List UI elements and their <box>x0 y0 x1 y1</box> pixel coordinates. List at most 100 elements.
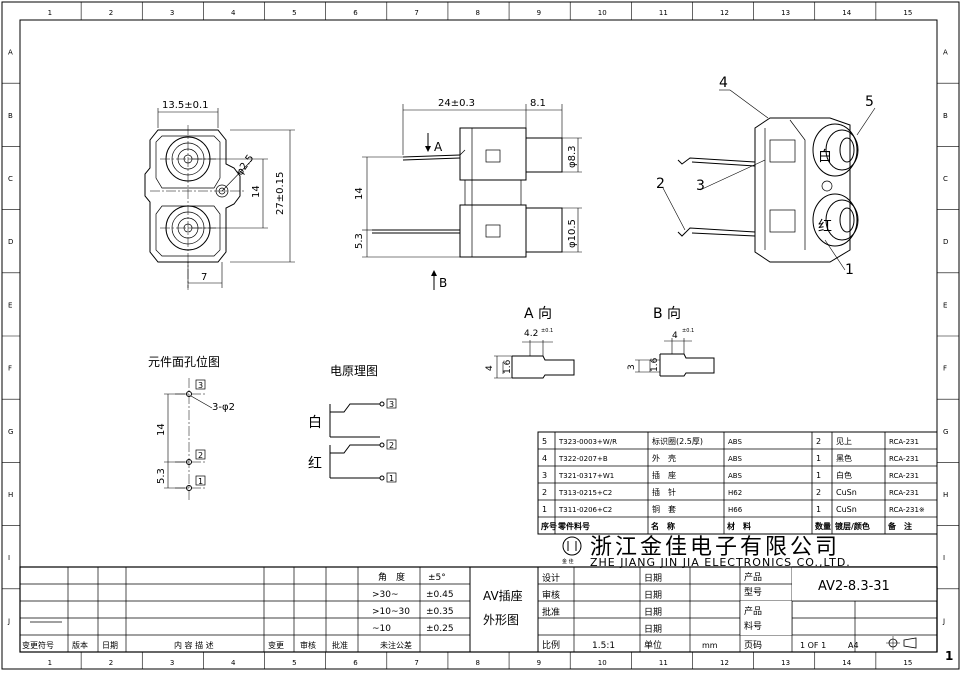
side-tip-dim: 8.1 <box>530 98 546 109</box>
bom-header-cell: 备 注 <box>887 521 912 531</box>
hole-layout-title: 元件面孔位图 <box>148 354 220 369</box>
side-pin-offset: 5.3 <box>354 233 365 249</box>
column-markers: 1122334455667788991010111112121313141415… <box>48 2 912 669</box>
bom-cell: ABS <box>728 438 742 446</box>
schematic-label-white: 白 <box>308 415 322 431</box>
bom-cell: T313-0215+C2 <box>558 489 612 497</box>
view-b-w: 4 <box>672 331 678 341</box>
view-b-w-tol: ±0.1 <box>682 328 694 334</box>
col-marker-bottom: 9 <box>537 659 541 667</box>
iso-view: 白 红 4 5 3 2 1 <box>656 75 876 278</box>
bom-cell: RCA-231 <box>889 472 919 480</box>
row-marker-left: E <box>8 301 12 309</box>
bom-cell: RCA-231※ <box>889 506 925 514</box>
col-marker-top: 4 <box>231 9 236 17</box>
model-label-2: 型号 <box>744 587 762 598</box>
col-marker-bottom: 3 <box>170 659 174 667</box>
title-block: 角 度±5°>30~±0.45>10~30±0.35~10±0.25变更符号版本… <box>19 566 938 653</box>
front-pitch-dim: 14 <box>251 185 262 198</box>
bom-cell: 1 <box>816 454 821 463</box>
row-marker-right: E <box>943 301 947 309</box>
bom-cell: ABS <box>728 455 742 463</box>
bom-cell: RCA-231 <box>889 438 919 446</box>
bom-cell: RCA-231 <box>889 489 919 497</box>
row-marker-right: A <box>943 49 948 57</box>
col-marker-top: 5 <box>292 9 296 17</box>
side-dia-top: φ8.3 <box>567 146 578 169</box>
tol-range: >30~ <box>372 590 399 600</box>
rev-header-cell: 内 容 描 述 <box>174 640 214 650</box>
row-marker-left: F <box>8 365 12 373</box>
row-marker-left: J <box>7 617 10 625</box>
tol-range: ~10 <box>372 624 391 634</box>
callout-3: 3 <box>696 178 705 194</box>
bom-cell: RCA-231 <box>889 455 919 463</box>
bom-cell: ABS <box>728 472 742 480</box>
col-marker-bottom: 13 <box>781 659 790 667</box>
col-marker-top: 15 <box>903 9 912 17</box>
rev-header-cell: 日期 <box>102 641 118 650</box>
view-a-title: A 向 <box>524 306 552 322</box>
bom-cell: H66 <box>728 506 743 514</box>
col-marker-bottom: 15 <box>903 659 912 667</box>
col-marker-top: 13 <box>781 9 790 17</box>
date-label: 日期 <box>644 624 662 635</box>
schematic-label-red: 红 <box>308 456 322 472</box>
bom-cell: 2 <box>542 488 547 497</box>
rev-header-cell: 版本 <box>72 640 88 650</box>
view-b-h2: 3 <box>627 364 637 370</box>
unit-value: mm <box>702 641 718 650</box>
bom-cell: 2 <box>816 488 821 497</box>
schematic-pin-1: 1 <box>389 474 394 483</box>
side-dia-bottom: φ10.5 <box>567 219 578 248</box>
schematic: 电原理图 白 红 3 2 1 <box>308 364 397 483</box>
model-label-1: 产品 <box>744 571 762 583</box>
bom-cell: 标识圈(2.5厚) <box>652 436 703 446</box>
hole-pin-1: 1 <box>198 477 203 486</box>
bom-cell: CuSn <box>836 488 857 497</box>
design-label: 设计 <box>542 572 560 584</box>
col-marker-top: 12 <box>720 9 729 17</box>
row-marker-left: H <box>8 491 13 499</box>
callout-5: 5 <box>865 94 874 110</box>
col-marker-top: 7 <box>414 9 418 17</box>
view-b-h1: 1.6 <box>650 357 660 372</box>
model-value: AV2-8.3-31 <box>818 579 890 594</box>
bom-cell: 5 <box>542 437 547 446</box>
bom-cell: T311-0206+C2 <box>558 506 612 514</box>
bom-cell: T322-0207+B <box>558 455 608 463</box>
iso-label-white: 白 <box>818 149 832 165</box>
company-block: 金 佳 浙江金佳电子有限公司 ZHE JIANG JIN JIA ELECTRO… <box>562 535 850 569</box>
col-marker-bottom: 12 <box>720 659 729 667</box>
hole-pin-3: 3 <box>198 381 203 390</box>
view-b-title: B 向 <box>653 306 681 322</box>
view-a-h1: 1.6 <box>503 359 513 374</box>
row-marker-right: H <box>943 491 948 499</box>
bom-cell: 外 壳 <box>652 453 676 463</box>
row-marker-right: B <box>943 112 948 120</box>
tol-value: ±0.45 <box>426 590 454 600</box>
bom-cell: 1 <box>816 471 821 480</box>
hole-layout: 元件面孔位图 3 2 1 3-φ2 14 5.3 <box>148 354 235 500</box>
bom-cell: 白色 <box>836 470 852 480</box>
col-marker-bottom: 8 <box>476 659 480 667</box>
row-marker-left: G <box>8 428 13 436</box>
hole-offset: 5.3 <box>156 468 167 484</box>
date-label: 日期 <box>644 607 662 618</box>
front-offset-dim: 7 <box>201 272 207 283</box>
view-a: A 向 4 1.6 4.2 ±0.1 <box>485 306 575 379</box>
col-marker-bottom: 10 <box>598 659 607 667</box>
schematic-title: 电原理图 <box>330 364 378 378</box>
page-value: 1 OF 1 <box>800 641 826 650</box>
company-name-cn: 浙江金佳电子有限公司 <box>590 535 840 560</box>
front-height-dim: 27±0.15 <box>275 172 286 215</box>
tol-value: ±0.25 <box>426 624 454 634</box>
part-name-2: 外形图 <box>483 613 519 627</box>
product-cell-bg <box>740 601 792 635</box>
unit-label: 单位 <box>644 639 662 651</box>
row-marker-left: I <box>8 554 10 562</box>
bom-cell: CuSn <box>836 505 857 514</box>
model-cell-bg <box>792 567 937 601</box>
